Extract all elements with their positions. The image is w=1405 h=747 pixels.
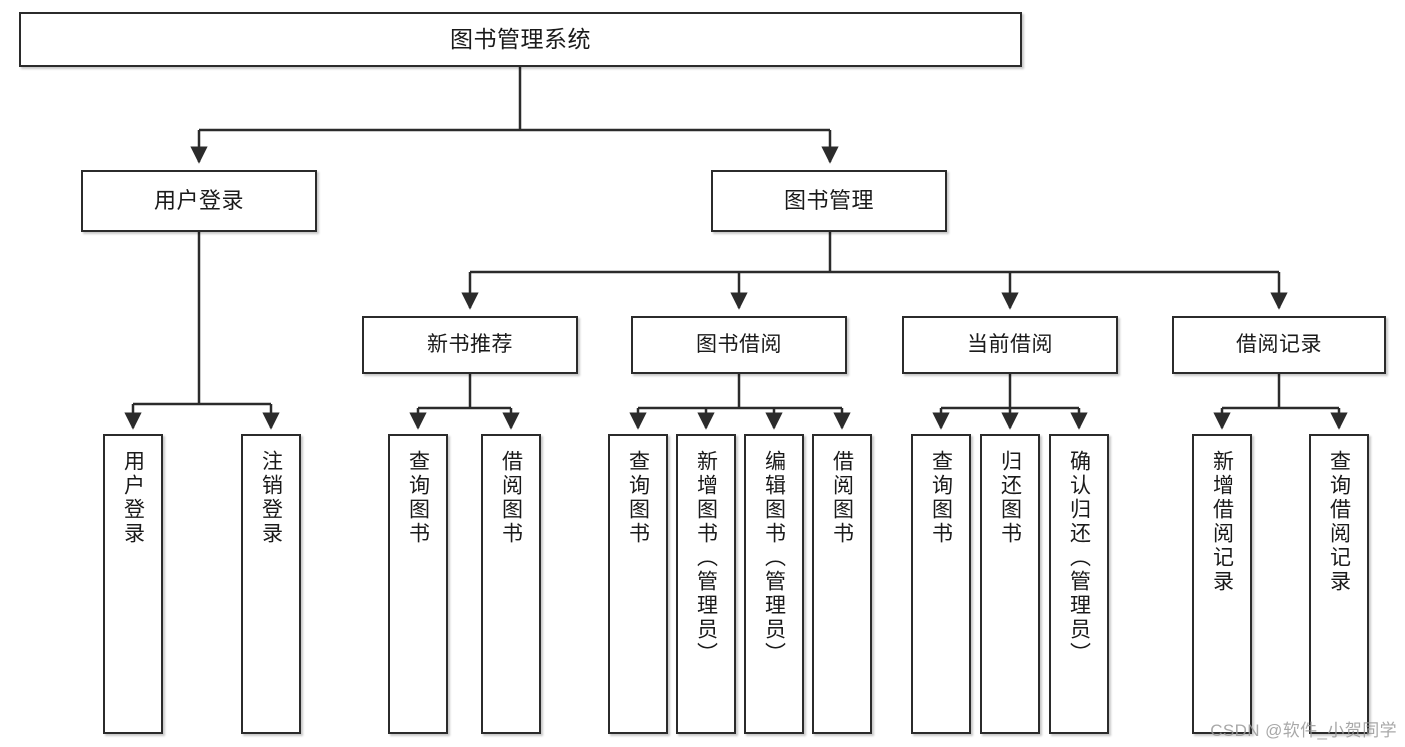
- node-book-management[interactable]: 图书管理: [711, 170, 947, 232]
- node-leaf-confirm-return-admin[interactable]: 确认归还（管理员）: [1049, 434, 1109, 734]
- node-new-book-recommendation[interactable]: 新书推荐: [362, 316, 578, 374]
- node-user-login[interactable]: 用户登录: [81, 170, 317, 232]
- node-label: 新增借阅记录: [1210, 450, 1234, 594]
- node-label: 图书管理: [783, 187, 874, 213]
- node-leaf-add-borrow-record[interactable]: 新增借阅记录: [1192, 434, 1252, 734]
- node-leaf-query-book-recommendation[interactable]: 查询图书: [388, 434, 448, 734]
- node-leaf-query-borrow-record[interactable]: 查询借阅记录: [1309, 434, 1369, 734]
- node-leaf-user-login[interactable]: 用户登录: [103, 434, 163, 734]
- node-label: 确认归还（管理员）: [1067, 450, 1091, 666]
- node-leaf-borrow-book-borrowing[interactable]: 借阅图书: [812, 434, 872, 734]
- node-leaf-logout[interactable]: 注销登录: [241, 434, 301, 734]
- node-leaf-borrow-book-recommendation[interactable]: 借阅图书: [481, 434, 541, 734]
- node-leaf-add-book-admin[interactable]: 新增图书（管理员）: [676, 434, 736, 734]
- watermark-text: CSDN @软件_小贺同学: [1210, 721, 1397, 740]
- node-current-borrowing[interactable]: 当前借阅: [902, 316, 1118, 374]
- node-label: 新增图书（管理员）: [694, 450, 718, 666]
- node-label: 用户登录: [153, 187, 244, 213]
- node-label: 当前借阅: [967, 333, 1053, 357]
- node-label: 归还图书: [998, 450, 1022, 546]
- node-leaf-return-book[interactable]: 归还图书: [980, 434, 1040, 734]
- node-label: 用户登录: [121, 450, 145, 546]
- node-label: 借阅记录: [1236, 333, 1322, 357]
- node-label: 借阅图书: [830, 450, 854, 546]
- node-label: 借阅图书: [499, 450, 523, 546]
- node-label: 图书管理系统: [450, 25, 591, 52]
- node-borrowing-record[interactable]: 借阅记录: [1172, 316, 1386, 374]
- node-label: 查询借阅记录: [1327, 450, 1351, 594]
- node-leaf-query-book-borrowing[interactable]: 查询图书: [608, 434, 668, 734]
- node-label: 编辑图书（管理员）: [762, 450, 786, 666]
- node-leaf-query-book-current[interactable]: 查询图书: [911, 434, 971, 734]
- node-root-library-system[interactable]: 图书管理系统: [19, 12, 1022, 67]
- node-label: 图书借阅: [696, 333, 782, 357]
- node-label: 查询图书: [626, 450, 650, 546]
- node-label: 注销登录: [259, 450, 283, 546]
- node-label: 查询图书: [406, 450, 430, 546]
- node-leaf-edit-book-admin[interactable]: 编辑图书（管理员）: [744, 434, 804, 734]
- node-label: 新书推荐: [427, 333, 513, 357]
- node-book-borrowing[interactable]: 图书借阅: [631, 316, 847, 374]
- node-label: 查询图书: [929, 450, 953, 546]
